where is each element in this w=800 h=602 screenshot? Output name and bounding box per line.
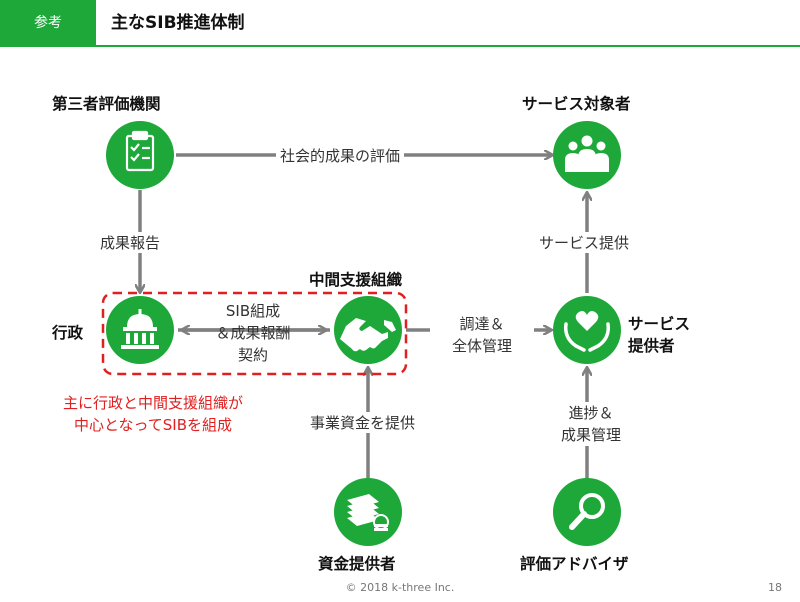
money-stack-icon [347, 494, 389, 531]
header-divider [0, 45, 800, 47]
node-label-evaluator: 第三者評価機関 [52, 95, 161, 113]
section-tag: 参考 [0, 0, 96, 46]
page-number: 18 [768, 581, 782, 594]
note-core-partners: 主に行政と中間支援組織が 中心となってSIBを組成 [62, 394, 243, 434]
handshake-icon [340, 318, 396, 352]
clipboard-icon [125, 130, 155, 172]
government-building-icon [121, 309, 159, 349]
node-label-provider: サービス 提供者 [628, 315, 691, 355]
edge-label-service-provision: サービス提供 [535, 232, 634, 253]
node-label-advisor: 評価アドバイザ [520, 555, 629, 573]
core-partnership-frame [101, 291, 408, 376]
edge-label-progress: 進捗＆ 成果管理 [538, 402, 644, 446]
people-icon [565, 135, 609, 172]
advisor-circle [553, 478, 621, 546]
edge-label-sib-contract: SIB組成 ＆成果報酬 契約 [215, 302, 291, 364]
edge-label-social-eval: 社会的成果の評価 [276, 145, 405, 166]
node-label-beneficiaries: サービス対象者 [522, 95, 631, 113]
edge-label-result-report: 成果報告 [96, 232, 165, 253]
magnifier-icon [569, 493, 605, 530]
copyright: © 2018 k-three Inc. [345, 581, 455, 594]
node-label-intermediary: 中間支援組織 [309, 271, 403, 289]
node-label-government: 行政 [52, 324, 84, 342]
evaluator-circle [106, 121, 174, 189]
edge-label-procure: 調達＆ 全体管理 [430, 313, 534, 357]
heart-hands-icon [563, 311, 611, 352]
node-label-investor: 資金提供者 [318, 555, 396, 573]
page-title: 主なSIB推進体制 [111, 13, 245, 33]
edge-label-fund-provision: 事業資金を提供 [306, 412, 420, 433]
slide-header: 参考 主なSIB推進体制 [0, 0, 800, 47]
